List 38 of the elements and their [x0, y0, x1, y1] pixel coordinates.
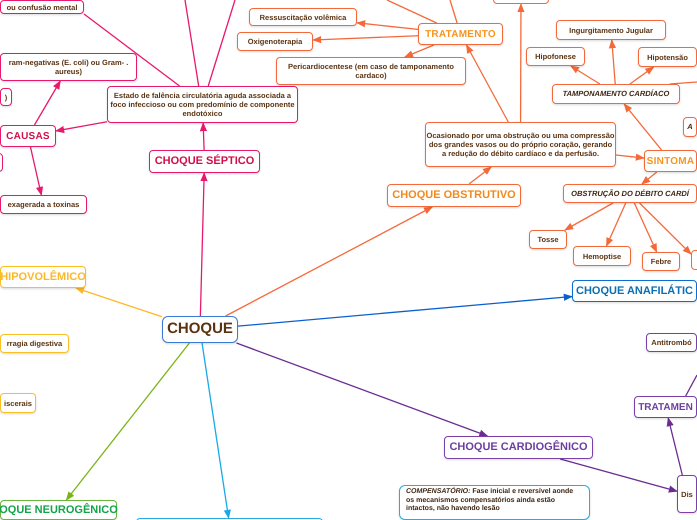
connector-arrow: [639, 202, 692, 255]
connector-arrow: [66, 342, 190, 501]
branch-topic: CHOQUE SÉPTICO: [149, 150, 260, 173]
connector-arrow: [608, 39, 616, 84]
connector-arrow: [564, 202, 614, 231]
connector-arrow: [630, 66, 654, 85]
connector-arrow: [201, 342, 231, 519]
connector-arrow: [624, 103, 662, 150]
connector-arrow: [560, 458, 678, 493]
branch-topic: CHOQUE CARDIOGÊNICO: [444, 436, 593, 459]
connector-arrow: [236, 342, 488, 437]
connector-arrow: [225, 206, 433, 317]
connector-arrow: [200, 172, 208, 316]
connector-arrow: [666, 417, 683, 476]
connector-arrow: [466, 44, 509, 122]
connector-arrow: [641, 172, 658, 185]
connector-arrow: [75, 287, 162, 318]
connector-arrow: [356, 20, 418, 30]
connector-arrow: [312, 35, 418, 44]
connector-arrow: [30, 146, 44, 196]
connector-arrow: [616, 154, 645, 161]
subtopic-label: TRATAMENTO: [418, 23, 503, 45]
connector-arrow: [55, 121, 108, 134]
connector-arrow: [468, 166, 492, 185]
connector-arrow: [570, 65, 600, 85]
branch-topic: CHOQUE ANAFILÁTIC: [572, 280, 697, 302]
connector-arrow: [606, 202, 626, 247]
subtopic-label: CAUSAS: [0, 125, 56, 147]
subtopic-label: SINTOMA: [644, 150, 697, 172]
branch-topic: CHOQUE OBSTRUTIVO: [387, 184, 521, 207]
connector-arrow: [634, 202, 658, 253]
subtopic-label: TRATAMEN: [634, 396, 697, 418]
connector-arrow: [238, 294, 573, 327]
connector-arrow: [404, 44, 434, 58]
connector-arrow: [34, 80, 61, 126]
connector-arrow: [200, 122, 208, 150]
connector-arrow: [517, 3, 525, 122]
central-topic: CHOQUE: [162, 316, 238, 343]
